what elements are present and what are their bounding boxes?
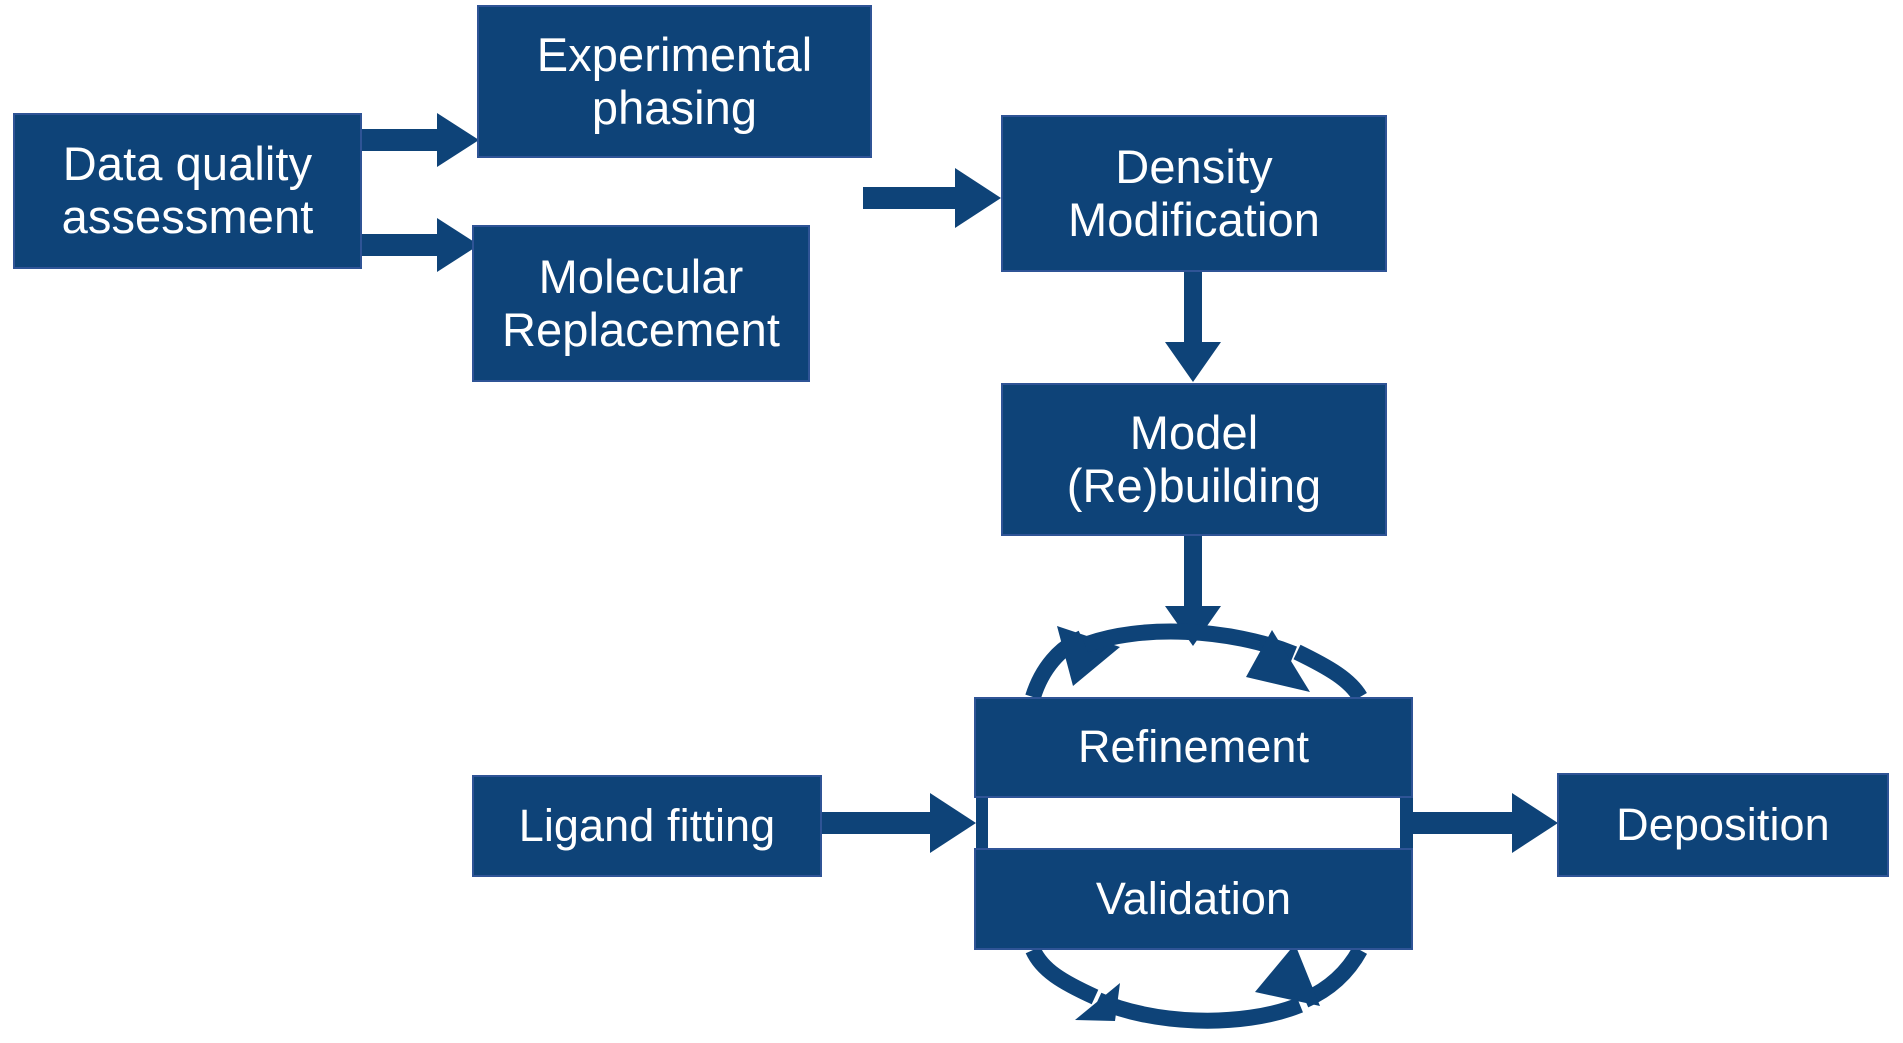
node-molecular-replacement-label: Molecular Replacement [501,249,781,356]
node-ligand-fitting[interactable]: Ligand fitting [472,775,822,877]
node-experimental-phasing[interactable]: Experimental phasing [477,5,872,158]
node-refinement-label: Refinement [1077,721,1310,773]
cycle-arc-top-right-tail [1293,644,1367,702]
node-molecular-replacement[interactable]: Molecular Replacement [472,225,810,382]
arrow-density-to-model [1165,272,1221,382]
cycle-right-stub [1400,795,1413,852]
cycle-arc-top-left [1025,626,1120,700]
node-data-quality-assessment-label: Data quality assessment [61,137,314,243]
arrow-ligand-to-cycle [822,793,976,853]
node-deposition[interactable]: Deposition [1557,773,1889,877]
cycle-arc-bottom-right [1255,944,1368,1008]
node-validation[interactable]: Validation [974,848,1413,950]
cycle-left-stub [976,795,988,852]
cycle-arc-bottom-left-tail [1025,946,1099,1005]
arrow-data-quality-to-experimental [362,113,479,167]
node-data-quality-assessment[interactable]: Data quality assessment [13,113,362,269]
node-deposition-label: Deposition [1616,798,1830,850]
node-density-modification[interactable]: Density Modification [1001,115,1387,272]
node-density-modification-label: Density Modification [1068,139,1320,246]
node-experimental-phasing-label: Experimental phasing [536,27,813,134]
arrow-cycle-to-deposition [1413,793,1558,853]
arrow-model-to-cycle [1165,536,1221,646]
node-model-rebuilding-label: Model (Re)building [1066,405,1322,512]
arrow-phasing-to-density [863,168,1001,228]
node-ligand-fitting-label: Ligand fitting [518,799,776,851]
cycle-arc-top-right [1082,623,1310,692]
node-validation-label: Validation [1095,872,1292,924]
cycle-arc-bottom-left [1075,983,1303,1029]
node-model-rebuilding[interactable]: Model (Re)building [1001,383,1387,536]
arrow-data-quality-to-molecular [362,218,479,272]
node-refinement[interactable]: Refinement [974,697,1413,798]
